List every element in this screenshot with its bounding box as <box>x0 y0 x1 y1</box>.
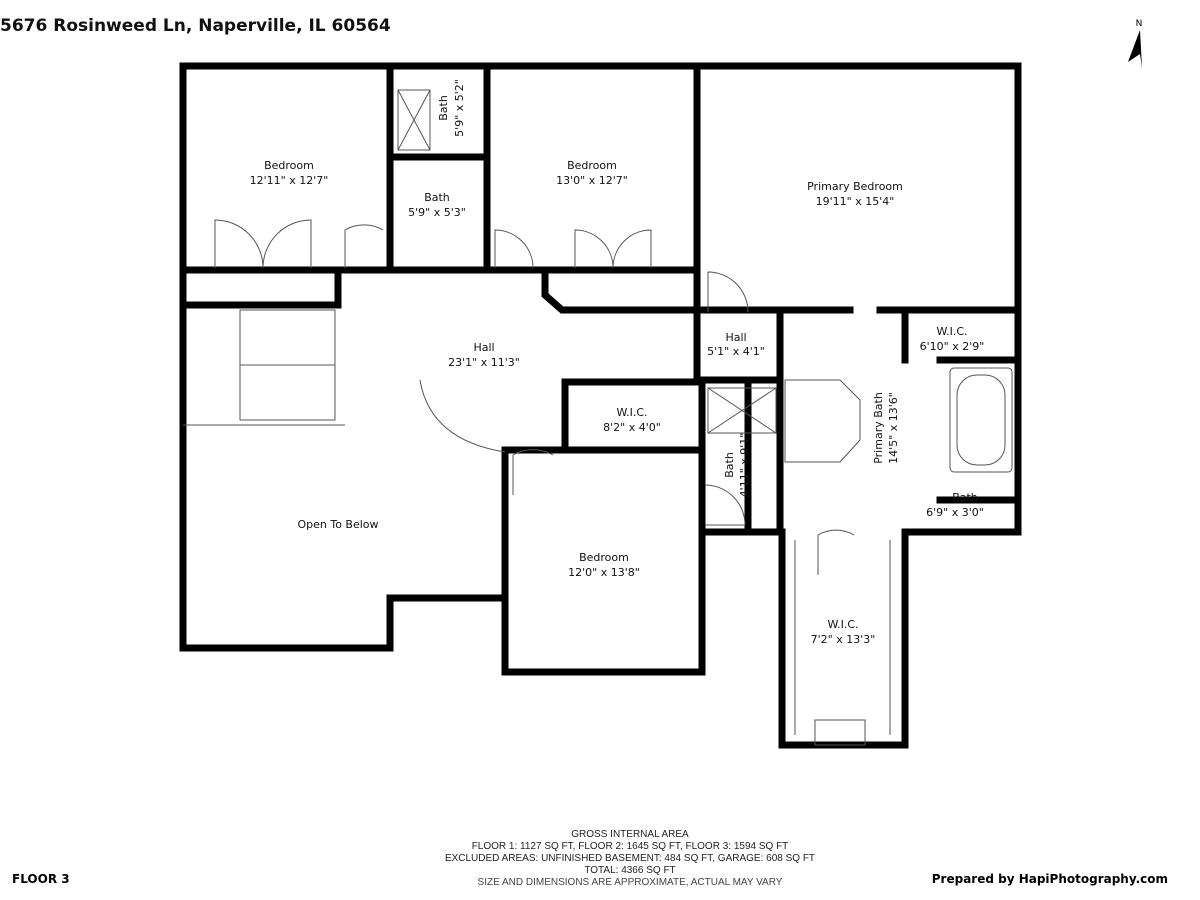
north-label: N <box>1136 19 1143 29</box>
room-dims: 4'11" x 9'1" <box>738 433 751 498</box>
room-dims: 23'1" x 11'3" <box>448 356 520 369</box>
area-title: GROSS INTERNAL AREA <box>571 829 689 840</box>
room-name: Open To Below <box>297 518 378 531</box>
north-arrow-icon: N <box>1128 19 1142 68</box>
room-dims: 12'0" x 13'8" <box>568 566 640 579</box>
room-labels: Bedroom 12'11" x 12'7" Bedroom 13'0" x 1… <box>250 79 985 646</box>
room-name: W.I.C. <box>616 406 647 419</box>
room-name: Bath <box>723 452 736 478</box>
room-dims: 5'1" x 4'1" <box>707 345 765 358</box>
floor-label: FLOOR 3 <box>12 872 70 886</box>
room-name: Primary Bath <box>872 392 885 464</box>
room-dims: 6'9" x 3'0" <box>926 506 984 519</box>
room-name: Bath <box>437 95 450 121</box>
area-floors: FLOOR 1: 1127 SQ FT, FLOOR 2: 1645 SQ FT… <box>471 841 789 852</box>
walls <box>179 62 1022 749</box>
prepared-by: Prepared by HapiPhotography.com <box>931 872 1168 886</box>
room-dims: 12'11" x 12'7" <box>250 174 329 187</box>
room-name: Hall <box>725 331 746 344</box>
room-name: Primary Bedroom <box>807 180 903 193</box>
room-name: Bedroom <box>264 159 314 172</box>
fixtures <box>183 89 1013 746</box>
room-name: Bath <box>952 491 978 504</box>
area-summary: GROSS INTERNAL AREA FLOOR 1: 1127 SQ FT,… <box>380 829 880 889</box>
room-name: Bath <box>424 191 450 204</box>
room-dims: 13'0" x 12'7" <box>556 174 628 187</box>
address-title: 5676 Rosinweed Ln, Naperville, IL 60564 <box>0 16 391 36</box>
room-dims: 6'10" x 2'9" <box>920 340 985 353</box>
area-excluded: EXCLUDED AREAS: UNFINISHED BASEMENT: 484… <box>444 853 816 864</box>
room-name: Hall <box>473 341 494 354</box>
room-dims: 7'2" x 13'3" <box>811 633 876 646</box>
room-name: Bedroom <box>579 551 629 564</box>
area-total: TOTAL: 4366 SQ FT <box>584 865 676 876</box>
room-name: Bedroom <box>567 159 617 172</box>
room-dims: 5'9" x 5'3" <box>408 206 466 219</box>
room-dims: 8'2" x 4'0" <box>603 421 661 434</box>
area-note: SIZE AND DIMENSIONS ARE APPROXIMATE, ACT… <box>477 877 783 888</box>
room-name: W.I.C. <box>827 618 858 631</box>
room-dims: 19'11" x 15'4" <box>816 195 895 208</box>
room-name: W.I.C. <box>936 325 967 338</box>
room-dims: 5'9" x 5'2" <box>453 79 466 137</box>
room-dims: 14'5" x 13'6" <box>887 392 900 464</box>
